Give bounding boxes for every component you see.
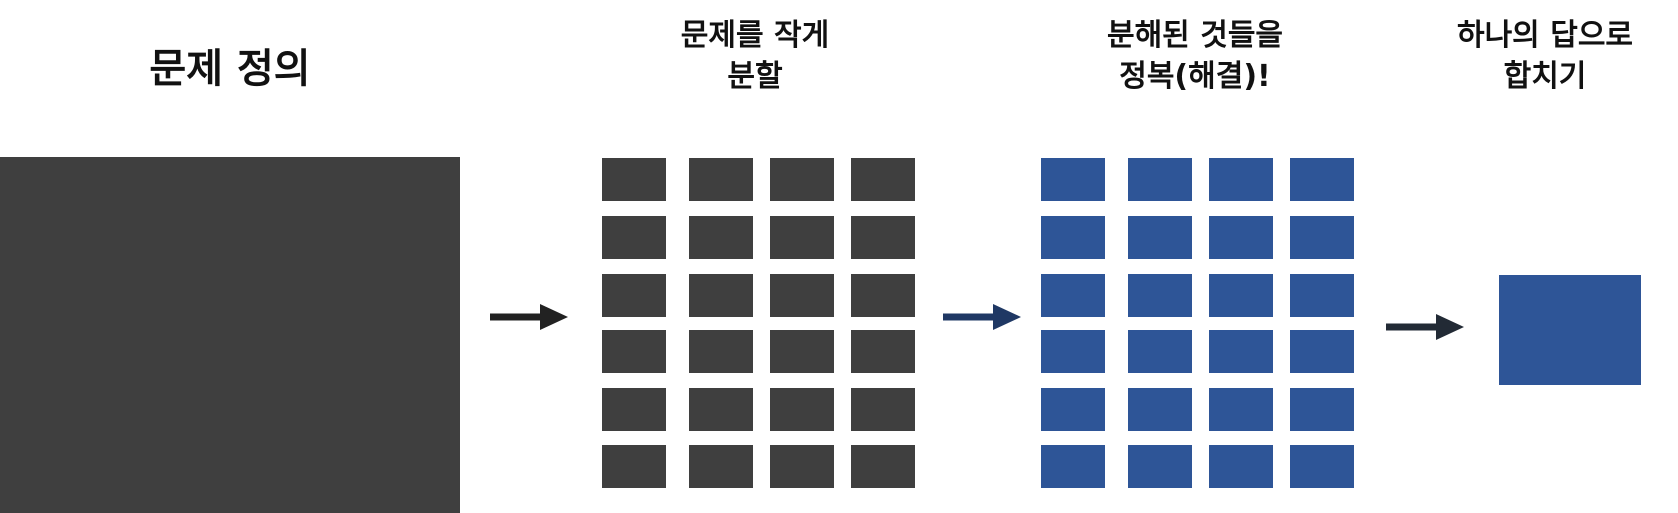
solved-cell <box>1041 388 1105 431</box>
step-label-line: 합치기 <box>1503 58 1587 94</box>
solved-cell <box>1290 274 1354 317</box>
solved-cell <box>1128 158 1192 201</box>
subproblem-cell <box>689 216 753 259</box>
step-label-line: 하나의 답으로 <box>1456 18 1634 53</box>
step-label-line: 문제를 작게 <box>680 18 830 53</box>
subproblem-cell <box>770 388 834 431</box>
solved-cell <box>1290 388 1354 431</box>
subproblem-cell <box>602 158 666 201</box>
subproblem-cell <box>851 216 915 259</box>
step-label-divide: 문제를 작게 분할 <box>600 16 910 97</box>
subproblem-cell <box>689 330 753 373</box>
solved-cell <box>1209 388 1273 431</box>
solved-cell <box>1041 216 1105 259</box>
step-label-line: 분할 <box>727 58 783 94</box>
solved-subproblems-grid <box>1041 158 1355 490</box>
solved-cell <box>1128 388 1192 431</box>
solved-cell <box>1290 330 1354 373</box>
step-label-define: 문제 정의 <box>100 42 360 96</box>
subproblem-cell <box>602 445 666 488</box>
subproblem-cell <box>689 388 753 431</box>
arrow-right-icon <box>490 304 568 330</box>
solved-cell <box>1041 158 1105 201</box>
step-label-combine: 하나의 답으로 합치기 <box>1440 16 1650 97</box>
subproblem-cell <box>770 445 834 488</box>
arrow-right-icon <box>1386 314 1464 340</box>
solved-cell <box>1128 445 1192 488</box>
solved-cell <box>1290 216 1354 259</box>
subproblem-cell <box>689 445 753 488</box>
solved-cell <box>1041 330 1105 373</box>
combined-answer-block <box>1499 275 1641 385</box>
subproblem-cell <box>851 388 915 431</box>
subproblem-cell <box>602 388 666 431</box>
subproblem-cell <box>770 158 834 201</box>
step-label-line: 분해된 것들을 <box>1106 18 1284 53</box>
subproblem-cell <box>770 274 834 317</box>
solved-cell <box>1209 216 1273 259</box>
subproblem-cell <box>851 330 915 373</box>
solved-cell <box>1128 330 1192 373</box>
solved-cell <box>1290 445 1354 488</box>
solved-cell <box>1041 445 1105 488</box>
step-label-line: 정복(해결)! <box>1119 58 1271 94</box>
solved-cell <box>1128 274 1192 317</box>
subproblem-cell <box>770 216 834 259</box>
subproblem-cell <box>602 330 666 373</box>
arrow-right-icon <box>943 304 1021 330</box>
subproblem-cell <box>602 274 666 317</box>
subproblem-cell <box>851 158 915 201</box>
solved-cell <box>1290 158 1354 201</box>
solved-cell <box>1209 330 1273 373</box>
step-label-line: 문제 정의 <box>149 46 311 92</box>
whole-problem-block <box>0 157 460 513</box>
subproblem-cell <box>602 216 666 259</box>
solved-cell <box>1209 158 1273 201</box>
subproblem-cell <box>770 330 834 373</box>
subproblem-cell <box>689 274 753 317</box>
subproblem-cell <box>851 274 915 317</box>
solved-cell <box>1128 216 1192 259</box>
step-label-conquer: 분해된 것들을 정복(해결)! <box>1040 16 1350 97</box>
solved-cell <box>1209 274 1273 317</box>
subproblem-cell <box>851 445 915 488</box>
subproblem-cell <box>689 158 753 201</box>
solved-cell <box>1041 274 1105 317</box>
divided-subproblems-grid <box>602 158 916 490</box>
solved-cell <box>1209 445 1273 488</box>
